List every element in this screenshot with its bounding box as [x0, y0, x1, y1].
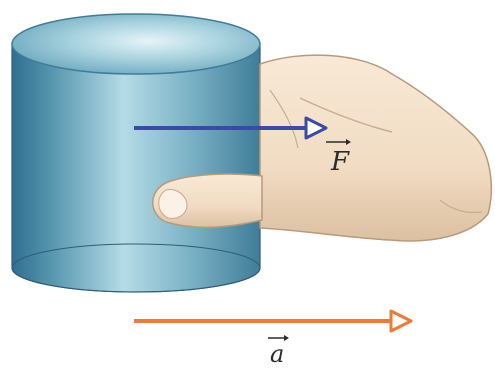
force-label-arrowhead [346, 139, 351, 145]
hand [152, 54, 493, 242]
force-label: F [330, 147, 350, 177]
acceleration-label: a [270, 340, 284, 368]
thumbnail [158, 189, 188, 219]
acceleration-arrow-head [389, 309, 413, 333]
wrist-crease [439, 199, 483, 214]
cylinder-side [11, 43, 261, 293]
acceleration-vector: a [134, 309, 413, 368]
hand-palm [259, 54, 493, 242]
knuckle-crease [299, 97, 393, 133]
cylinder-top [11, 13, 261, 75]
acceleration-label-arrowhead [284, 335, 289, 341]
cylinder-bottom-rim [11, 243, 261, 293]
cylinder [11, 13, 261, 293]
force-vector: F [134, 116, 351, 177]
force-arrow-head [304, 116, 328, 140]
finger-crease [269, 89, 299, 149]
